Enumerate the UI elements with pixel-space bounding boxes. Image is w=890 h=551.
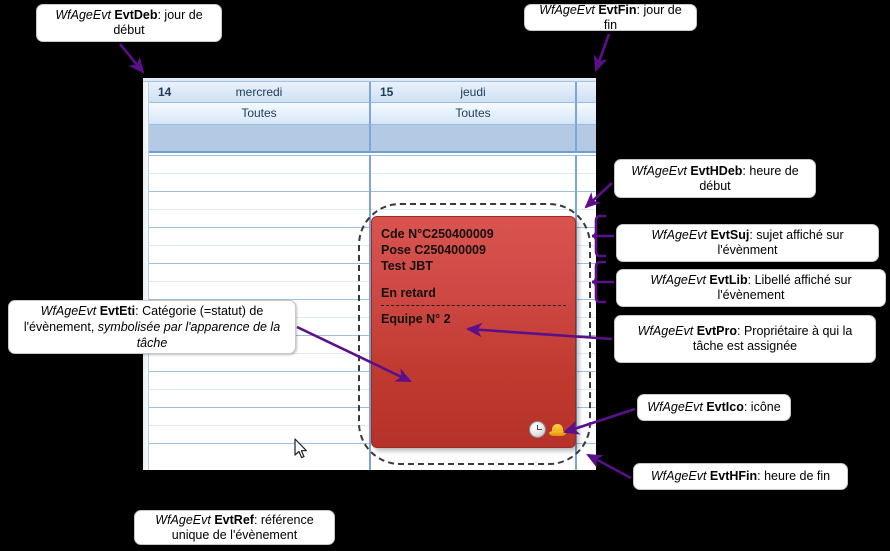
callout-evteti: WfAgeEvt EvtEti: Catégorie (=statut) de … (8, 300, 296, 354)
resource-header-3[interactable] (577, 103, 596, 125)
callout-evtpro-text: : Propriétaire à qui la tâche est assign… (692, 324, 853, 353)
callout-evteti-field: WfAgeEvt (40, 304, 97, 318)
callout-evtpro-code: EvtPro (696, 324, 737, 338)
callout-evthdeb-text: : heure de début (699, 163, 799, 193)
calendar-top-border (143, 78, 596, 82)
callout-evthdeb-field: WfAgeEvt (631, 163, 687, 178)
callout-evteti-text-b: symbolisée par l'apparence de la tâche (97, 320, 281, 350)
day-name: jeudi (460, 85, 486, 99)
callout-evthfin-code: EvtHFin (709, 469, 758, 483)
callout-evtsuj: WfAgeEvt EvtSuj: sujet affiché sur l'évè… (616, 224, 879, 262)
allday-band-3[interactable] (577, 125, 596, 153)
callout-evtfin: WfAgeEvt EvtFin: jour de fin (524, 2, 697, 32)
event-divider (381, 305, 566, 306)
callout-evtlib: WfAgeEvt EvtLib: Libellé affiché sur l'é… (616, 269, 886, 307)
callout-evtico: WfAgeEvt EvtIco: icône (637, 394, 791, 421)
callout-evthfin: WfAgeEvt EvtHFin: heure de fin (633, 463, 848, 490)
day-number: 15 (380, 85, 394, 99)
callout-evteti-text-a: : Catégorie (=statut) de l'évènement, (23, 304, 264, 334)
event-status-label: En retard (381, 286, 436, 300)
event-subject-line-1: Cde N°C250400009 (381, 227, 494, 241)
callout-evtsuj-field: WfAgeEvt (651, 228, 707, 242)
event-subject-line-3: Test JBT (381, 259, 433, 273)
callout-evtpro-field: WfAgeEvt (637, 324, 694, 338)
callout-evtpro: WfAgeEvt EvtPro: Propriétaire à qui la t… (614, 315, 876, 363)
resource-label: Toutes (455, 106, 491, 120)
callout-evtfin-code: EvtFin (598, 2, 637, 17)
callout-evtico-code: EvtIco (706, 400, 744, 414)
event-subject-line-2: Pose C250400009 (381, 243, 486, 257)
callout-evthdeb: WfAgeEvt EvtHDeb: heure de début (614, 159, 816, 198)
mouse-cursor (294, 438, 308, 460)
day-header-1[interactable]: 14 mercredi (149, 82, 371, 103)
hard-hat-icon[interactable] (549, 423, 566, 437)
callout-evtfin-text: : jour de fin (603, 2, 682, 32)
callout-evtref: WfAgeEvt EvtRef: référence unique de l'é… (134, 510, 335, 545)
callout-evthfin-field: WfAgeEvt (650, 469, 707, 483)
callout-evtsuj-code: EvtSuj (710, 228, 750, 242)
day-header-3[interactable] (577, 82, 596, 103)
callout-evtico-text: : icône (743, 400, 781, 414)
callout-evtref-field: WfAgeEvt (155, 512, 211, 527)
callout-evtdeb: WfAgeEvt EvtDeb: jour de début (36, 4, 222, 42)
callout-evthfin-text: : heure de fin (757, 469, 831, 483)
event-spacer (381, 274, 566, 285)
callout-evtref-text: : référence unique de l'évènement (171, 512, 314, 542)
callout-evtlib-field: WfAgeEvt (650, 273, 706, 287)
arrow-evtfin (593, 33, 611, 72)
time-gutter (143, 82, 149, 470)
callout-evtdeb-text: : jour de début (113, 8, 203, 37)
day-name: mercredi (235, 85, 283, 99)
resource-header-1[interactable]: Toutes (149, 103, 371, 125)
arrow-evtdeb (118, 43, 145, 74)
day-column-3[interactable] (577, 155, 596, 470)
resource-header-2[interactable]: Toutes (371, 103, 577, 125)
resource-label: Toutes (241, 106, 277, 120)
event-icon-group (529, 421, 566, 438)
callout-evtlib-code: EvtLib (709, 273, 748, 287)
allday-band-2[interactable] (371, 125, 577, 153)
callout-evtref-code: EvtRef (214, 512, 254, 527)
callout-evtsuj-text: : sujet affiché sur l'évènment (717, 228, 844, 257)
day-number: 14 (158, 85, 172, 99)
callout-evtico-field: WfAgeEvt (647, 400, 703, 414)
callout-evtfin-field: WfAgeEvt (539, 2, 595, 17)
clock-icon[interactable] (529, 421, 546, 438)
callout-evteti-code: EvtEti (99, 304, 136, 318)
callout-evtdeb-field: WfAgeEvt (55, 8, 111, 22)
day-header-2[interactable]: 15 jeudi (371, 82, 577, 103)
calendar-event-card[interactable]: Cde N°C250400009 Pose C250400009 Test JB… (371, 216, 576, 448)
allday-band-1[interactable] (149, 125, 371, 153)
event-owner: Equipe N° 2 (381, 312, 451, 326)
callout-evthdeb-code: EvtHDeb (690, 163, 743, 178)
callout-evtdeb-code: EvtDeb (114, 8, 158, 22)
callout-evtlib-text: : Libellé affiché sur l'évènement (717, 273, 852, 302)
